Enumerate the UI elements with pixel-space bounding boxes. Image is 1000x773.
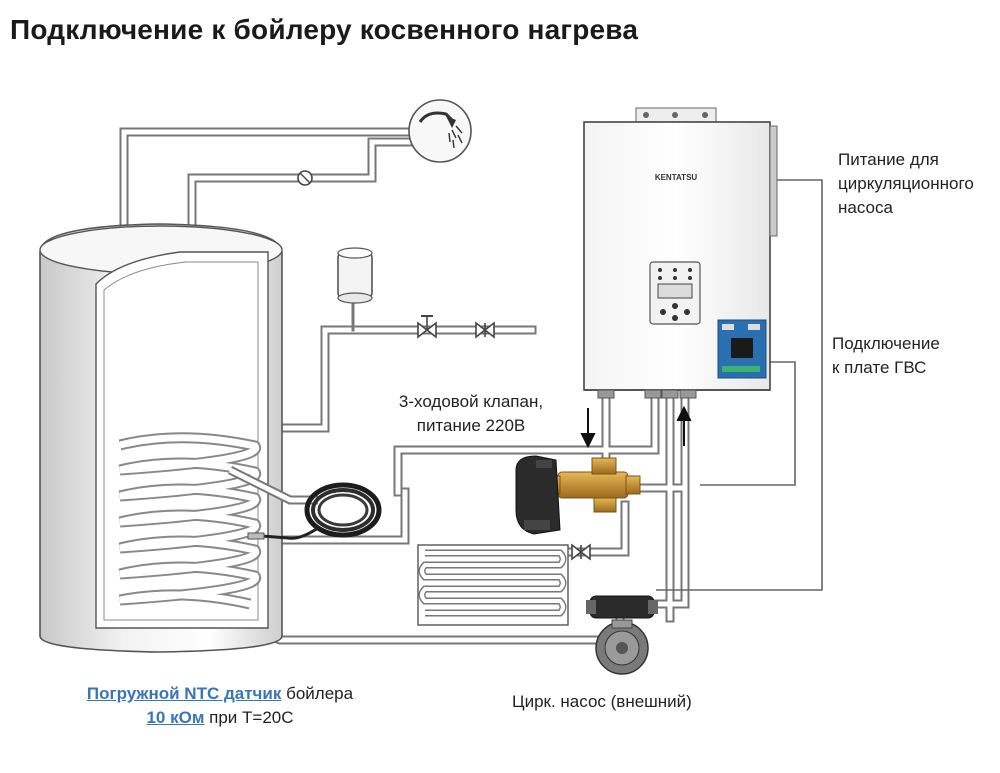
boiler-control-panel xyxy=(649,261,701,325)
dhw-board-line-1: Подключение xyxy=(832,334,940,353)
electric-wires xyxy=(656,179,823,591)
pump-power-line-3: насоса xyxy=(838,198,893,217)
valve-line-2: питание 220В xyxy=(416,416,526,435)
expansion-tank-icon xyxy=(337,247,373,304)
valve-line-1: 3-ходовой клапан, xyxy=(398,392,544,411)
ntc-sensor-icon xyxy=(247,482,382,540)
check-valve-icon xyxy=(571,543,591,561)
sensor-line2-rest: при Т=20С xyxy=(204,708,294,727)
boiler-brand-label: KENTATSU xyxy=(655,173,698,182)
sensor-link[interactable]: Погружной NTC датчик xyxy=(86,684,282,703)
shower-icon xyxy=(408,99,472,163)
circulation-pump-icon xyxy=(586,595,658,675)
sensor-label: Погружной NTC датчик бойлера 10 кОм при … xyxy=(50,682,390,730)
valve-label: 3-ходовой клапан, питание 220В xyxy=(376,390,566,438)
check-valve-icon xyxy=(297,170,313,186)
radiator-panel xyxy=(417,544,569,626)
dhw-board-label: Подключение к плате ГВС xyxy=(832,332,940,380)
page-title: Подключение к бойлеру косвенного нагрева xyxy=(10,14,639,45)
ball-valve-icon xyxy=(417,315,437,339)
dhw-board-line-2: к плате ГВС xyxy=(832,358,927,377)
pump-power-line-1: Питание для xyxy=(838,150,939,169)
flow-arrows xyxy=(580,405,692,449)
three-way-valve-icon xyxy=(515,455,641,535)
dhw-control-board xyxy=(717,319,767,379)
pump-power-line-2: циркуляционного xyxy=(838,174,974,193)
pump-label: Цирк. насос (внешний) xyxy=(512,692,692,711)
sensor-line1-rest: бойлера xyxy=(281,684,354,703)
sensor-resistance-link[interactable]: 10 кОм xyxy=(146,708,205,727)
check-valve-icon xyxy=(475,321,495,339)
gas-boiler: KENTATSU xyxy=(583,107,778,399)
pump-power-label: Питание для циркуляционного насоса xyxy=(838,148,974,220)
